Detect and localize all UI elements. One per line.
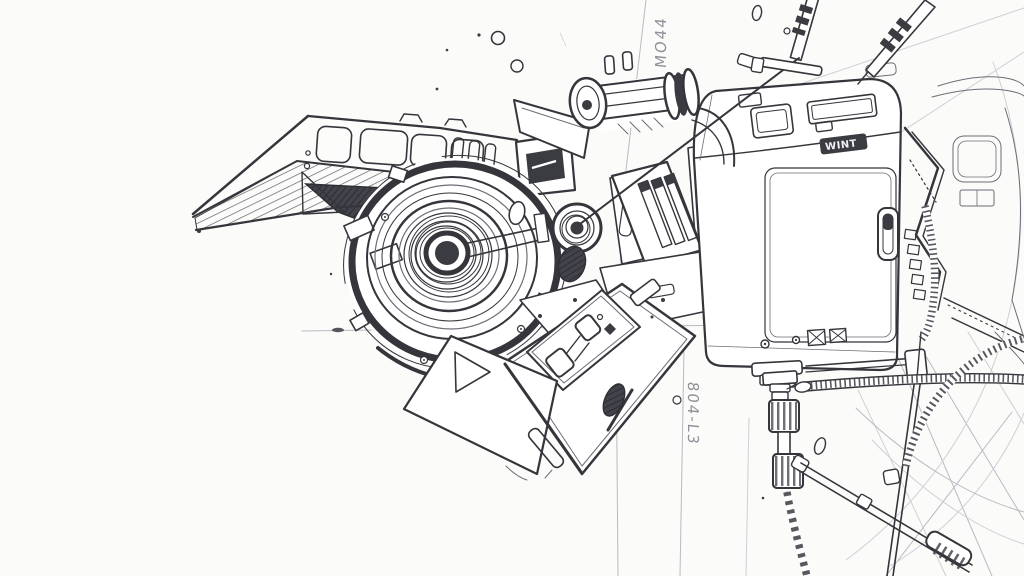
lens-core bbox=[435, 241, 459, 265]
support-bar bbox=[805, 348, 928, 380]
braided-cable bbox=[902, 335, 1023, 467]
lens-assembly bbox=[343, 154, 567, 383]
scatter-dots bbox=[329, 4, 827, 500]
annotations: MO44 804-L3 bbox=[652, 15, 702, 446]
antenna-rod-b bbox=[857, 0, 936, 85]
roller-arm bbox=[697, 107, 736, 167]
io-ports bbox=[760, 327, 848, 349]
vent-slats bbox=[637, 172, 699, 249]
armor-rect-column bbox=[903, 228, 927, 301]
ribbed-conduit-strip bbox=[918, 205, 939, 343]
thin-support-rod bbox=[882, 331, 922, 576]
box-top-hatches bbox=[737, 92, 878, 139]
collar-oval-port bbox=[508, 200, 526, 226]
box-marking-text: WINT bbox=[825, 138, 858, 153]
dot-circle-small bbox=[510, 59, 524, 73]
cross-marker-diamond bbox=[604, 323, 616, 335]
segmented-drop-cable bbox=[783, 491, 811, 576]
right-armor-plate bbox=[903, 126, 1024, 353]
sensor-box bbox=[514, 125, 577, 198]
diagonal-grip-rod bbox=[790, 454, 973, 573]
plate-strut-clamp bbox=[602, 383, 634, 432]
antenna-rod-a bbox=[579, 0, 823, 225]
dot-circle-large bbox=[490, 30, 506, 46]
slider-control bbox=[545, 313, 604, 378]
box-marking-label: WINT bbox=[819, 133, 868, 155]
annotation-bottom-note: 804-L3 bbox=[684, 381, 702, 447]
knurled-antenna bbox=[761, 370, 811, 576]
roller-end-caps bbox=[568, 67, 700, 130]
thin-probe-rod bbox=[579, 57, 800, 225]
blank-plate bbox=[402, 334, 583, 481]
main-box-unit: WINT bbox=[692, 77, 903, 388]
top-roller-cylinder bbox=[513, 51, 700, 159]
box-front-panel bbox=[764, 167, 899, 343]
annotation-top-note: MO44 bbox=[652, 15, 670, 69]
textured-tow-rope bbox=[786, 372, 1024, 393]
